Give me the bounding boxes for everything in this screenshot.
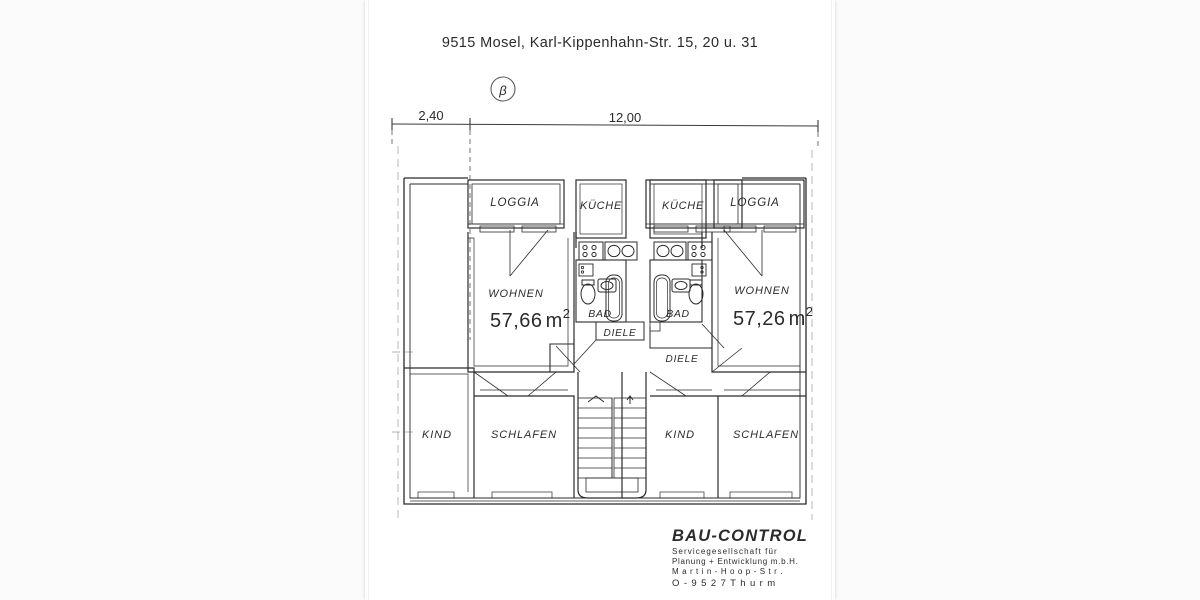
kitchen-fixtures-right [653, 241, 713, 277]
room-wohnen-left [467, 229, 575, 373]
axis-grid [392, 146, 813, 520]
dimension-label-left: 2,40 [418, 108, 443, 123]
room-label-bad-left: BAD [588, 308, 611, 320]
room-diele-left [549, 321, 645, 373]
area-value-left: 57,66 [490, 310, 543, 332]
titleblock: BAU-CONTROL Servicegesellschaft für Plan… [672, 527, 808, 589]
room-kueche-right [649, 179, 707, 248]
room-bad-right [649, 259, 703, 323]
area-exponent-left: 2 [563, 306, 571, 321]
room-schlafen-left [473, 371, 575, 499]
room-loggia-left [467, 179, 565, 233]
titleblock-company: BAU-CONTROL [672, 527, 808, 545]
area-unit-right: m [789, 308, 806, 330]
area-value-right: 57,26 [733, 308, 786, 330]
room-label-bad-right: BAD [666, 308, 689, 320]
room-label-schlafen-left: SCHLAFEN [491, 429, 557, 441]
staircase-core [577, 372, 647, 499]
room-label-wohnen-left: WOHNEN [488, 288, 544, 300]
room-label-kueche-right: KÜCHE [662, 200, 704, 212]
area-exponent-right: 2 [806, 304, 814, 319]
room-wohnen-right [711, 229, 806, 373]
titleblock-line4: O - 9 5 2 7 T h u r m [672, 578, 776, 589]
room-loggia-right-box [713, 179, 805, 233]
room-label-loggia-right: LOGGIA [730, 197, 780, 209]
revision-mark: β [490, 76, 516, 102]
room-label-loggia-left: LOGGIA [490, 197, 540, 209]
room-kind-left [404, 367, 475, 499]
room-label-schlafen-right: SCHLAFEN [733, 429, 799, 441]
plan-title: 9515 Mosel, Karl-Kippenhahn-Str. 15, 20 … [442, 35, 758, 51]
dimension-label-main: 12,00 [609, 110, 642, 125]
building-outline [403, 177, 807, 505]
drawing-sheet [365, 0, 835, 600]
room-label-diele-left: DIELE [604, 328, 637, 339]
revision-mark-label: β [498, 83, 507, 98]
titleblock-line3: M a r t i n - H o o p - S t r . [672, 567, 783, 576]
room-label-diele-right: DIELE [666, 354, 699, 365]
titleblock-line1: Servicegesellschaft für [672, 547, 778, 556]
room-schlafen-right [718, 371, 806, 499]
room-label-wohnen-right: WOHNEN [734, 285, 790, 297]
room-label-kueche-left: KÜCHE [580, 200, 622, 212]
room-label-kind-left: KIND [422, 429, 452, 441]
kitchen-fixtures-left [578, 241, 638, 277]
dimension-chain-top [391, 118, 819, 340]
room-kueche-left [575, 179, 627, 248]
room-label-kind-right: KIND [665, 429, 695, 441]
titleblock-line2: Planung + Entwicklung m.b.H. [672, 557, 799, 566]
area-unit-left: m [546, 310, 563, 332]
room-diele-right [649, 321, 743, 373]
